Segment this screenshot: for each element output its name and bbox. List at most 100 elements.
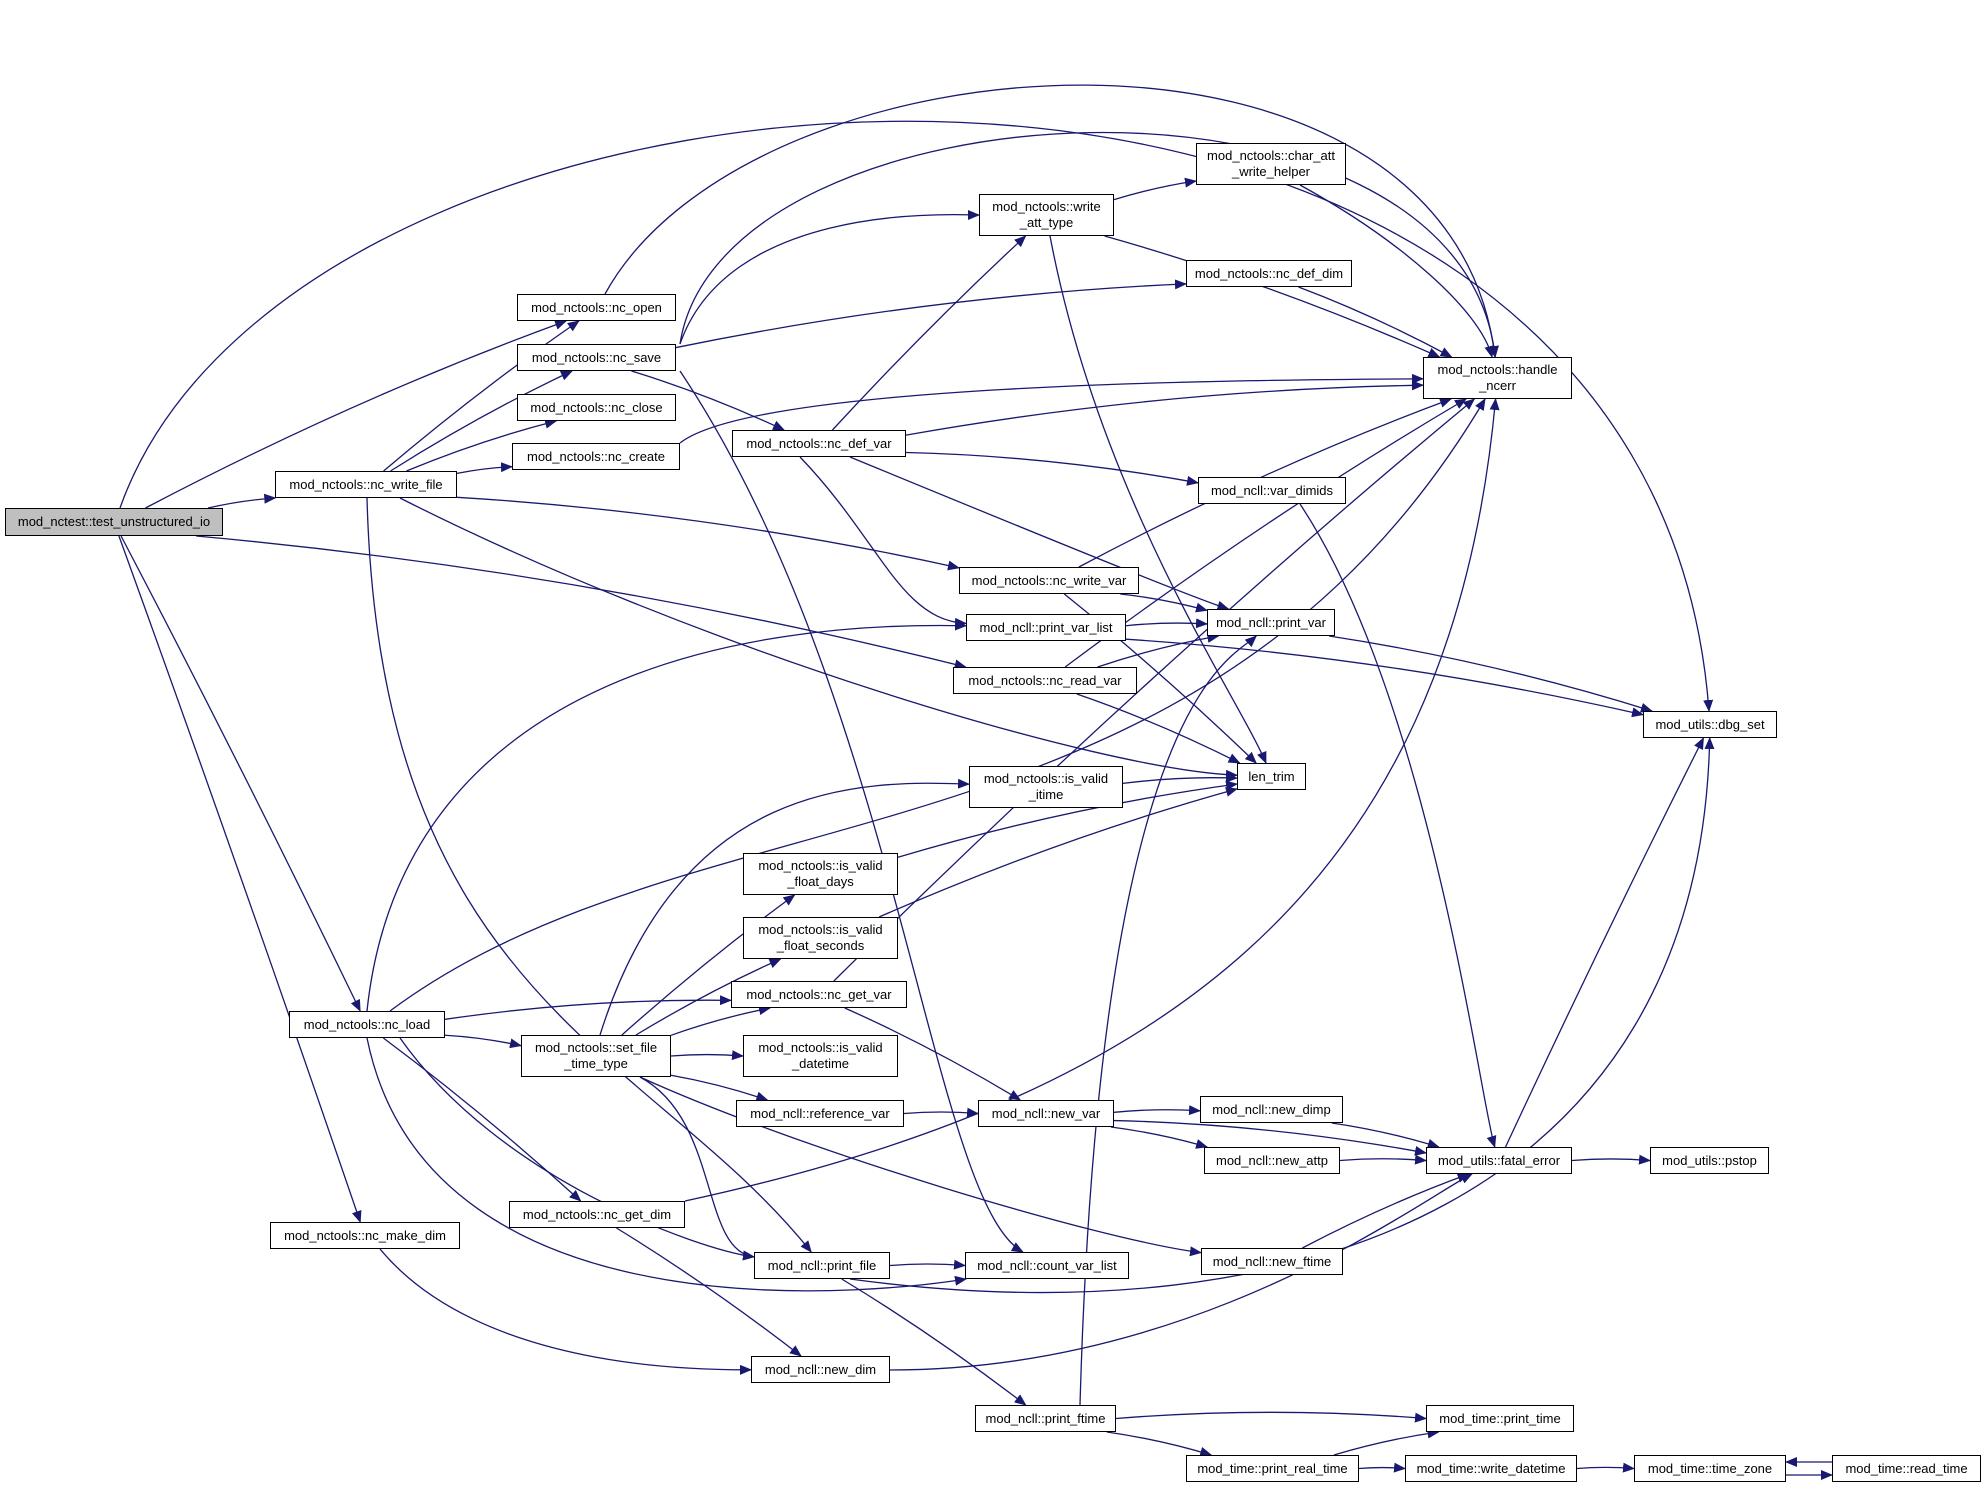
edge-nc_load-to-set_file_time_type <box>444 1034 522 1049</box>
edge-nc_get_var-to-new_var <box>844 1007 1022 1101</box>
node-is-valid-datetime[interactable]: mod_nctools::is_valid _datetime <box>743 1035 898 1077</box>
node-print-ftime[interactable]: mod_ncll::print_ftime <box>975 1405 1116 1432</box>
edge-fatal_error-to-pstop <box>1571 1154 1651 1165</box>
node-fatal-error[interactable]: mod_utils::fatal_error <box>1426 1147 1572 1174</box>
edge-nc_write_file-to-nc_close <box>406 418 558 472</box>
node-nc-close[interactable]: mod_nctools::nc_close <box>517 394 676 421</box>
edge-print_real_time-to-print_time <box>1333 1428 1440 1456</box>
edge-nc_save-to-write_att_type <box>679 209 980 345</box>
node-count-var-list[interactable]: mod_ncll::count_var_list <box>965 1252 1129 1279</box>
node-new-dimp[interactable]: mod_ncll::new_dimp <box>1200 1096 1343 1123</box>
node-write-att-type[interactable]: mod_nctools::write _att_type <box>979 194 1114 236</box>
edge-nc_load-to-handle_ncerr <box>389 398 1486 1012</box>
edge-set_file_time_type-to-is_valid_datetime <box>670 1050 744 1061</box>
edge-print_var-to-dbg_set <box>1329 635 1653 713</box>
node-print-file[interactable]: mod_ncll::print_file <box>754 1252 890 1279</box>
edge-test_unstructured_io-to-nc_write_file <box>207 493 277 509</box>
node-new-ftime[interactable]: mod_ncll::new_ftime <box>1201 1248 1343 1275</box>
node-print-real-time[interactable]: mod_time::print_real_time <box>1186 1455 1359 1482</box>
node-write-datetime[interactable]: mod_time::write_datetime <box>1405 1455 1577 1482</box>
edge-test_unstructured_io-to-nc_open <box>145 320 568 509</box>
node-nc-read-var[interactable]: mod_nctools::nc_read_var <box>953 667 1137 694</box>
edge-print_real_time-to-write_datetime <box>1358 1462 1406 1473</box>
node-nc-load[interactable]: mod_nctools::nc_load <box>289 1011 445 1038</box>
edge-print_ftime-to-print_var <box>1079 635 1257 1406</box>
edge-nc_get_dim-to-handle_ncerr <box>684 398 1500 1202</box>
edge-nc_def_var-to-handle_ncerr <box>905 380 1424 436</box>
edge-new_attp-to-fatal_error <box>1339 1154 1427 1165</box>
node-var-dimids[interactable]: mod_ncll::var_dimids <box>1198 477 1346 504</box>
edge-nc_write_file-to-nc_create <box>456 462 513 475</box>
node-new-dim[interactable]: mod_ncll::new_dim <box>751 1356 890 1383</box>
node-read-time[interactable]: mod_time::read_time <box>1832 1455 1981 1482</box>
node-print-var[interactable]: mod_ncll::print_var <box>1207 609 1335 636</box>
edge-set_file_time_type-to-is_valid_itime <box>599 778 970 1036</box>
edge-nc_make_dim-to-new_dim <box>379 1248 752 1375</box>
node-nc-save[interactable]: mod_nctools::nc_save <box>517 344 676 371</box>
edge-nc_def_dim-to-handle_ncerr <box>1298 286 1453 358</box>
edge-nc_read_var-to-print_var <box>1097 632 1220 668</box>
node-time-zone[interactable]: mod_time::time_zone <box>1634 1455 1786 1482</box>
edge-nc_write_var-to-len_trim <box>1063 593 1257 764</box>
node-is-valid-float-days[interactable]: mod_nctools::is_valid _float_days <box>743 853 898 895</box>
node-char-att-write-helper[interactable]: mod_nctools::char_att _write_helper <box>1196 143 1346 185</box>
edge-nc_read_var-to-len_trim <box>1076 693 1241 764</box>
edge-nc_save-to-nc_def_var <box>631 370 785 431</box>
node-nc-open[interactable]: mod_nctools::nc_open <box>517 294 676 321</box>
node-nc-make-dim[interactable]: mod_nctools::nc_make_dim <box>270 1222 460 1249</box>
node-new-var[interactable]: mod_ncll::new_var <box>978 1100 1114 1127</box>
edge-write_att_type-to-len_trim <box>1049 235 1267 764</box>
node-nc-write-var[interactable]: mod_nctools::nc_write_var <box>959 567 1139 594</box>
edge-new_ftime-to-fatal_error <box>1302 1173 1470 1249</box>
edge-set_file_time_type-to-nc_get_var <box>670 1005 772 1036</box>
node-nc-def-dim[interactable]: mod_nctools::nc_def_dim <box>1186 260 1352 287</box>
edge-print_var_list-to-dbg_set <box>1125 638 1644 718</box>
node-dbg-set[interactable]: mod_utils::dbg_set <box>1643 711 1777 738</box>
edge-nc_save-to-count_var_list <box>679 370 1024 1253</box>
edge-test_unstructured_io-to-nc_load <box>120 535 361 1012</box>
edge-nc_save-to-handle_ncerr <box>679 131 1499 358</box>
edge-nc_create-to-handle_ncerr <box>679 373 1424 444</box>
edge-nc_open-to-handle_ncerr <box>604 84 1499 358</box>
edge-test_unstructured_io-to-nc_read_var <box>196 535 967 670</box>
edge-new_dim-to-fatal_error <box>889 1173 1473 1371</box>
edge-nc_def_var-to-print_var_list <box>799 456 967 628</box>
edge-fatal_error-to-dbg_set <box>1504 737 1705 1148</box>
edge-is_valid_itime-to-len_trim <box>1122 772 1238 785</box>
edge-nc_get_var-to-handle_ncerr <box>833 398 1476 982</box>
node-new-attp[interactable]: mod_ncll::new_attp <box>1204 1147 1340 1174</box>
edge-set_file_time_type-to-new_ftime <box>639 1076 1202 1257</box>
node-is-valid-itime[interactable]: mod_nctools::is_valid _itime <box>969 766 1123 808</box>
edge-set_file_time_type-to-print_file <box>639 1076 755 1261</box>
edge-write_att_type-to-char_att_write_helper <box>1113 177 1197 201</box>
edge-new_var-to-new_dimp <box>1113 1105 1201 1116</box>
edge-print_file-to-count_var_list <box>889 1259 966 1270</box>
node-nc-get-var[interactable]: mod_nctools::nc_get_var <box>731 981 907 1008</box>
node-reference-var[interactable]: mod_ncll::reference_var <box>736 1100 904 1127</box>
node-nc-get-dim[interactable]: mod_nctools::nc_get_dim <box>509 1201 685 1228</box>
edge-nc_load-to-nc_get_var <box>444 995 732 1020</box>
node-test-unstructured-io: mod_nctest::test_unstructured_io <box>5 508 223 536</box>
edge-write_datetime-to-time_zone <box>1576 1462 1635 1473</box>
node-nc-create[interactable]: mod_nctools::nc_create <box>512 443 680 470</box>
edge-nc_load-to-nc_get_dim <box>382 1037 582 1202</box>
node-is-valid-float-seconds[interactable]: mod_nctools::is_valid _float_seconds <box>743 917 898 959</box>
edge-nc_write_file-to-nc_save <box>390 370 573 472</box>
edge-nc_load-to-count_var_list <box>366 1037 967 1292</box>
node-len-trim[interactable]: len_trim <box>1237 763 1306 790</box>
edge-char_att_write_helper-to-handle_ncerr <box>1299 184 1495 358</box>
node-set-file-time-type[interactable]: mod_nctools::set_file _time_type <box>521 1035 671 1077</box>
edge-set_file_time_type-to-is_valid_float_seconds <box>635 958 782 1036</box>
node-nc-def-var[interactable]: mod_nctools::nc_def_var <box>732 430 906 457</box>
edge-set_file_time_type-to-is_valid_float_days <box>621 894 796 1036</box>
edge-reference_var-to-new_var <box>903 1107 979 1118</box>
node-print-var-list[interactable]: mod_ncll::print_var_list <box>966 614 1126 641</box>
edge-print_ftime-to-print_time <box>1115 1411 1427 1423</box>
node-handle-ncerr[interactable]: mod_nctools::handle _ncerr <box>1423 357 1572 399</box>
edge-nc_load-to-print_var_list <box>366 620 967 1012</box>
edge-nc_def_var-to-write_att_type <box>831 235 1027 431</box>
node-pstop[interactable]: mod_utils::pstop <box>1650 1147 1769 1174</box>
node-print-time[interactable]: mod_time::print_time <box>1426 1405 1574 1432</box>
node-nc-write-file[interactable]: mod_nctools::nc_write_file <box>275 471 457 498</box>
